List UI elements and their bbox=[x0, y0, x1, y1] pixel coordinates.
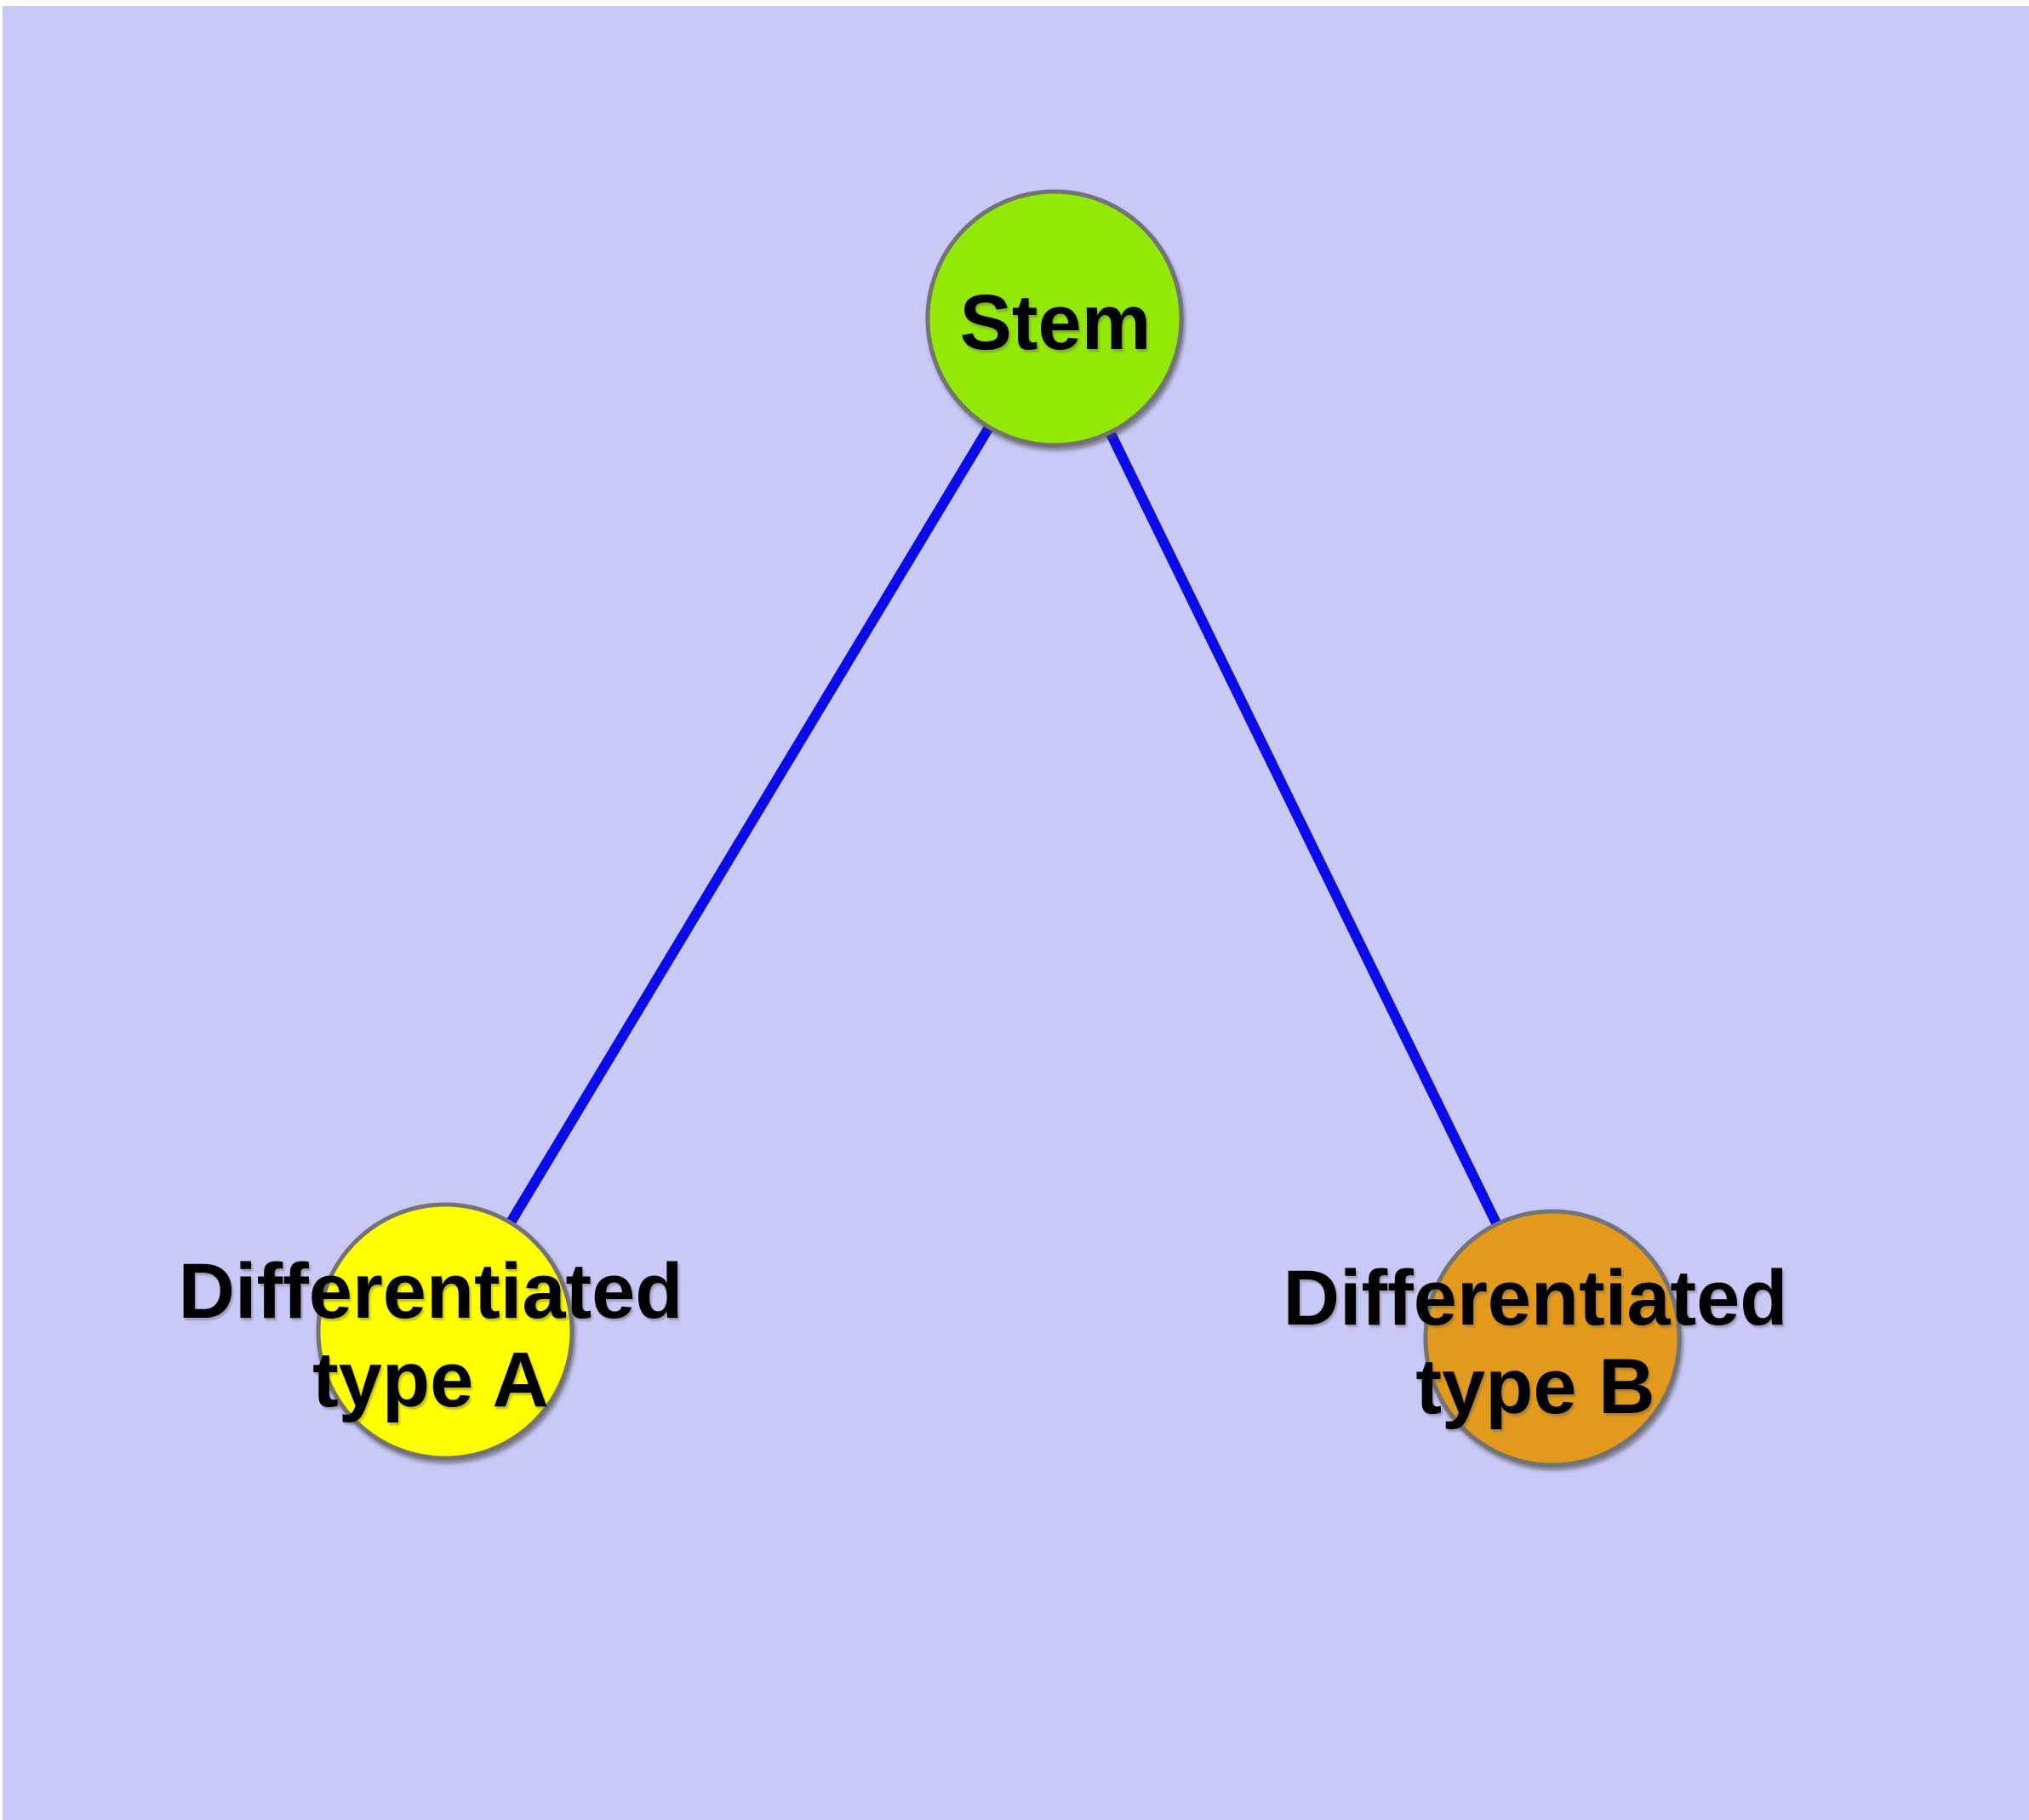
node-stem-circle[interactable] bbox=[925, 189, 1184, 448]
node-differentiated-type-b-circle[interactable] bbox=[1423, 1209, 1682, 1468]
edge-stem-to-type-b bbox=[1049, 316, 1557, 1341]
node-stem-label: Stem bbox=[960, 279, 1152, 366]
edge-layer bbox=[440, 315, 1557, 1341]
edge-stem-to-type-a bbox=[440, 315, 1060, 1335]
node-stem: Stem bbox=[925, 189, 1184, 448]
node-differentiated-type-a-label-line1: Differentiated bbox=[179, 1248, 683, 1335]
node-differentiated-type-a-circle[interactable] bbox=[316, 1202, 574, 1461]
node-differentiated-type-b: Differentiated type B bbox=[1283, 1209, 1788, 1468]
node-differentiated-type-b-label-line1: Differentiated bbox=[1283, 1255, 1788, 1342]
node-differentiated-type-a: Differentiated type A bbox=[179, 1202, 683, 1461]
node-differentiated-type-a-label-line2: type A bbox=[312, 1336, 549, 1423]
node-differentiated-type-b-label-line2: type B bbox=[1415, 1343, 1655, 1430]
